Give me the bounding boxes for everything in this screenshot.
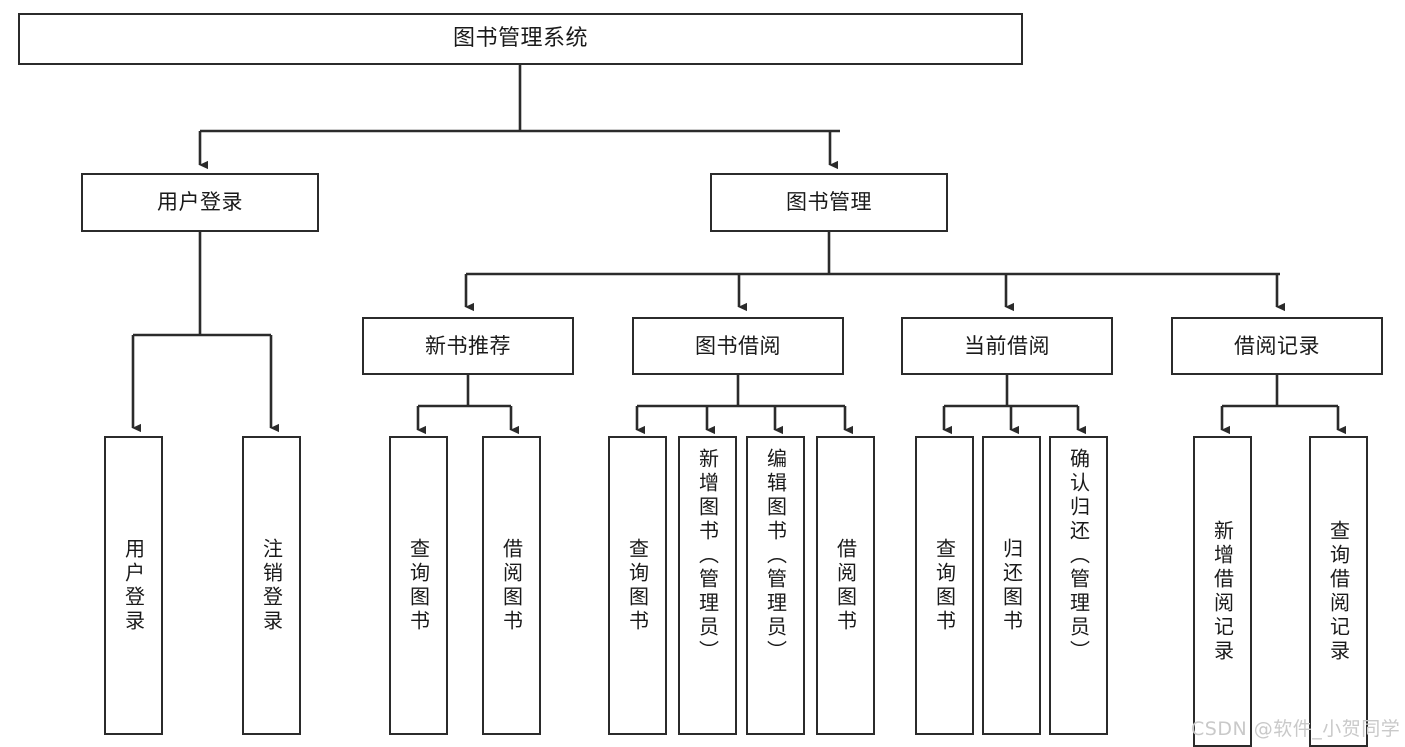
leaf-query-borrow-record[interactable]: 查询借阅记录 (1309, 436, 1368, 747)
leaf-add-borrow-record-label: 新增借阅记录 (1210, 519, 1235, 664)
leaf-query-book-current-label: 查询图书 (932, 537, 957, 634)
leaf-borrow-book-recommend[interactable]: 借阅图书 (482, 436, 541, 735)
node-book-management-label: 图书管理 (786, 190, 872, 215)
watermark-text: CSDN @软件_小贺同学 (1191, 718, 1401, 740)
leaf-user-login[interactable]: 用户登录 (104, 436, 163, 735)
leaf-borrow-book-borrow-label: 借阅图书 (833, 537, 858, 634)
leaf-query-book-current[interactable]: 查询图书 (915, 436, 974, 735)
node-current-borrow-label: 当前借阅 (964, 333, 1050, 358)
leaf-borrow-book-borrow[interactable]: 借阅图书 (816, 436, 875, 735)
leaf-add-book-admin[interactable]: 新增图书（管理员） (678, 436, 737, 735)
leaf-edit-book-admin[interactable]: 编辑图书（管理员） (746, 436, 805, 735)
node-new-book-recommend-label: 新书推荐 (425, 333, 511, 358)
leaf-return-book-label: 归还图书 (999, 537, 1024, 634)
leaf-confirm-return-admin-label: 确认归还（管理员） (1066, 448, 1091, 664)
leaf-query-book-borrow[interactable]: 查询图书 (608, 436, 667, 735)
leaf-return-book[interactable]: 归还图书 (982, 436, 1041, 735)
node-new-book-recommend[interactable]: 新书推荐 (362, 317, 574, 375)
leaf-user-login-label: 用户登录 (121, 537, 146, 634)
node-current-borrow[interactable]: 当前借阅 (901, 317, 1113, 375)
node-book-borrow-label: 图书借阅 (695, 333, 781, 358)
node-borrow-record-label: 借阅记录 (1234, 333, 1320, 358)
leaf-confirm-return-admin[interactable]: 确认归还（管理员） (1049, 436, 1108, 735)
node-root[interactable]: 图书管理系统 (18, 13, 1023, 65)
leaf-query-book-recommend[interactable]: 查询图书 (389, 436, 448, 735)
leaf-query-borrow-record-label: 查询借阅记录 (1326, 519, 1351, 664)
leaf-add-book-admin-label: 新增图书（管理员） (695, 448, 720, 664)
leaf-query-book-recommend-label: 查询图书 (406, 537, 431, 634)
leaf-query-book-borrow-label: 查询图书 (625, 537, 650, 634)
node-book-borrow[interactable]: 图书借阅 (632, 317, 844, 375)
leaf-edit-book-admin-label: 编辑图书（管理员） (763, 448, 788, 664)
node-user-login-label: 用户登录 (157, 190, 243, 215)
leaf-add-borrow-record[interactable]: 新增借阅记录 (1193, 436, 1252, 747)
node-borrow-record[interactable]: 借阅记录 (1171, 317, 1383, 375)
leaf-user-logout[interactable]: 注销登录 (242, 436, 301, 735)
node-user-login[interactable]: 用户登录 (81, 173, 319, 232)
node-book-management[interactable]: 图书管理 (710, 173, 948, 232)
leaf-user-logout-label: 注销登录 (259, 537, 284, 634)
node-root-label: 图书管理系统 (452, 26, 588, 52)
leaf-borrow-book-recommend-label: 借阅图书 (499, 537, 524, 634)
